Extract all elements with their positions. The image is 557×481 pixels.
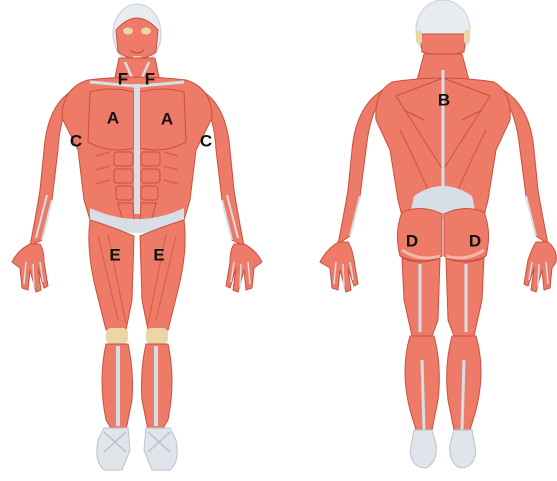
back-glute-left <box>397 208 442 261</box>
label-d-back-glute-left: D <box>406 231 418 250</box>
label-e-front-thigh-right: E <box>153 245 164 264</box>
back-right-leg <box>446 258 484 468</box>
back-head <box>416 0 470 60</box>
label-c-front-shoulder-right: C <box>200 131 212 150</box>
back-left-leg <box>402 258 440 468</box>
label-b-back-upper: B <box>438 90 450 109</box>
label-c-front-shoulder-left: C <box>70 131 82 150</box>
label-a-front-chest-right: A <box>161 109 173 128</box>
back-glute-right <box>444 208 489 261</box>
front-figure <box>12 4 262 470</box>
label-f-front-neck-right: F <box>145 69 155 88</box>
back-figure <box>320 0 556 468</box>
label-d-back-glute-right: D <box>469 231 481 250</box>
label-a-front-chest-left: A <box>107 108 119 127</box>
label-f-front-neck-left: F <box>118 69 128 88</box>
label-e-front-thigh-left: E <box>109 245 120 264</box>
